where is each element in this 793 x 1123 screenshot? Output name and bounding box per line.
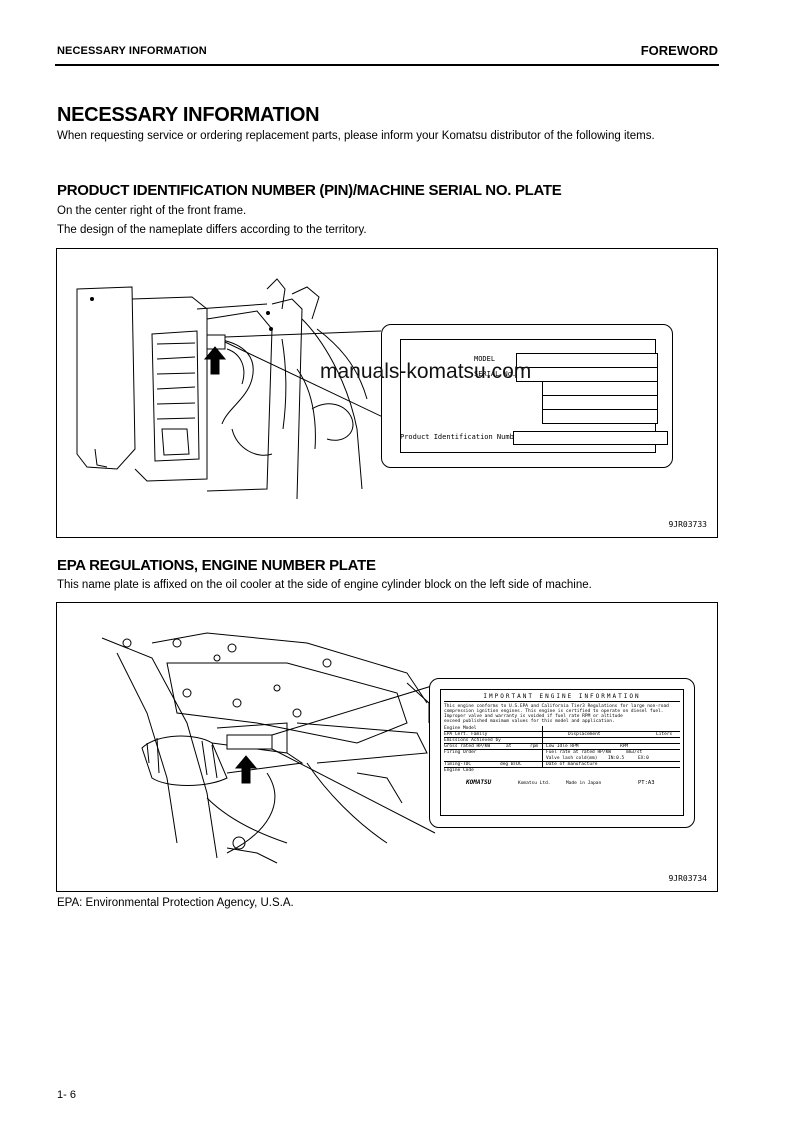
epa-plate-rpm: rpm — [530, 744, 539, 749]
epa-plate-firing: Firing Order — [444, 750, 477, 755]
page-number: 1- 6 — [57, 1089, 76, 1101]
epa-plate-at: at — [506, 744, 512, 749]
plate-pin-label: Product Identification Number — [400, 433, 523, 441]
pin-location-text: On the center right of the front frame. — [57, 205, 247, 217]
plate-model-field — [516, 353, 658, 368]
epa-plate-line3: Improper valve and warranty is voided if… — [444, 714, 623, 719]
epa-plate-liters: Liters — [656, 732, 673, 737]
pin-figure-id: 9JR03733 — [668, 520, 707, 529]
epa-plate-gross: Gross rated HP/KW — [444, 744, 491, 749]
epa-figure-id: 9JR03734 — [668, 874, 707, 883]
plate-field-5 — [542, 409, 658, 424]
plate-model-label: MODEL — [474, 355, 496, 363]
epa-plate-line4: exceed published maximum values for this… — [444, 719, 615, 724]
epa-figure: IMPORTANT ENGINE INFORMATION This engine… — [56, 602, 718, 892]
plate-serial-label: SERIAL No. — [474, 370, 517, 378]
plate-serial-field — [516, 367, 658, 382]
epa-plate-rule-3 — [444, 743, 680, 744]
epa-plate-ex: EX:0 — [638, 756, 649, 761]
intro-paragraph: When requesting service or ordering repl… — [57, 130, 655, 142]
komatsu-logo: KOMATSU — [466, 779, 492, 786]
epa-plate-rule-1 — [444, 731, 680, 732]
epa-heading: EPA REGULATIONS, ENGINE NUMBER PLATE — [57, 557, 376, 574]
pin-nameplate: MODEL SERIAL No. Product Identification … — [381, 324, 673, 468]
plate-pin-field — [513, 431, 668, 445]
pin-design-text: The design of the nameplate differs acco… — [57, 224, 367, 236]
engine-illustration — [101, 632, 436, 864]
epa-plate-in: IN:0.5 — [608, 756, 625, 761]
epa-plate-pt: PT:A3 — [638, 780, 655, 786]
epa-plate-valve: Valve lash cold(mm) — [546, 756, 598, 761]
epa-location-text: This name plate is affixed on the oil co… — [57, 579, 592, 591]
plate-field-3 — [542, 381, 658, 396]
epa-plate-company: Komatsu Ltd. — [518, 781, 551, 786]
epa-footnote: EPA: Environmental Protection Agency, U.… — [57, 897, 294, 909]
epa-plate-family: EPA Cert. Family — [444, 732, 488, 737]
epa-plate-engine-model: Engine Model — [444, 726, 477, 731]
epa-plate-made: Made in Japan — [566, 781, 602, 786]
epa-plate-mm: mm3/st — [626, 750, 643, 755]
pin-heading: PRODUCT IDENTIFICATION NUMBER (PIN)/MACH… — [57, 182, 562, 199]
plate-field-4 — [542, 395, 658, 410]
epa-plate-displacement: Displacement — [568, 732, 601, 737]
epa-plate-rule-5 — [444, 761, 680, 762]
epa-plate-line1: This engine conforms to U.S.EPA and Cali… — [444, 704, 669, 709]
page-title: NECESSARY INFORMATION — [57, 104, 320, 126]
epa-plate-border — [440, 689, 684, 816]
epa-plate-title: IMPORTANT ENGINE INFORMATION — [444, 693, 680, 702]
epa-plate-rule-6 — [444, 767, 680, 768]
epa-plate-line2: compression ignition engines. This engin… — [444, 709, 664, 714]
epa-plate-low-idle: Low Idle RPM — [546, 744, 579, 749]
epa-engine-plate: IMPORTANT ENGINE INFORMATION This engine… — [429, 678, 695, 828]
epa-plate-date: Date of manufacture — [546, 762, 598, 767]
epa-plate-rpm2: RPM — [620, 744, 629, 749]
epa-plate-emissions: Emissions Achieved by — [444, 738, 501, 743]
watermark: manuals-komatsu.com — [320, 360, 532, 383]
epa-plate-deg: deg BTDC — [500, 762, 522, 767]
running-header-left: NECESSARY INFORMATION — [57, 45, 207, 57]
front-frame-illustration — [76, 278, 388, 500]
running-header-right: FOREWORD — [640, 43, 718, 58]
epa-plate-fuel-rate: Fuel rate at rated HP/KW — [546, 750, 612, 755]
epa-plate-rule-4 — [444, 749, 680, 750]
epa-plate-code: Engine Code — [444, 768, 474, 773]
epa-plate-timing: Timing-TDC — [444, 762, 472, 767]
pin-figure: MODEL SERIAL No. Product Identification … — [56, 248, 718, 538]
epa-plate-divider — [542, 726, 543, 767]
epa-plate-rule-2 — [444, 737, 680, 738]
header-rule — [55, 64, 719, 66]
